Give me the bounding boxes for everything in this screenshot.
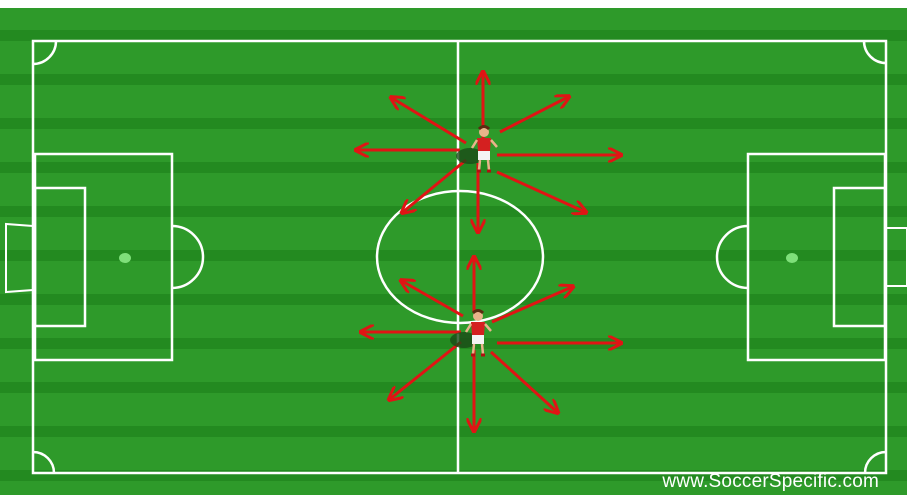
grass-stripe <box>0 382 907 393</box>
right-penalty-spot <box>786 253 798 263</box>
grass-stripe <box>0 74 907 85</box>
player-shorts <box>472 335 484 344</box>
grass-stripe <box>0 118 907 129</box>
grass-stripe <box>0 294 907 305</box>
player-jersey <box>471 322 485 335</box>
grass-stripe <box>0 30 907 41</box>
grass-stripe <box>0 426 907 437</box>
player-jersey <box>477 138 491 151</box>
grass-stripe <box>0 250 907 261</box>
left-penalty-spot <box>119 253 131 263</box>
player-shorts <box>478 151 490 160</box>
grass-stripe <box>0 206 907 217</box>
watermark: www.SoccerSpecific.com <box>662 471 879 493</box>
